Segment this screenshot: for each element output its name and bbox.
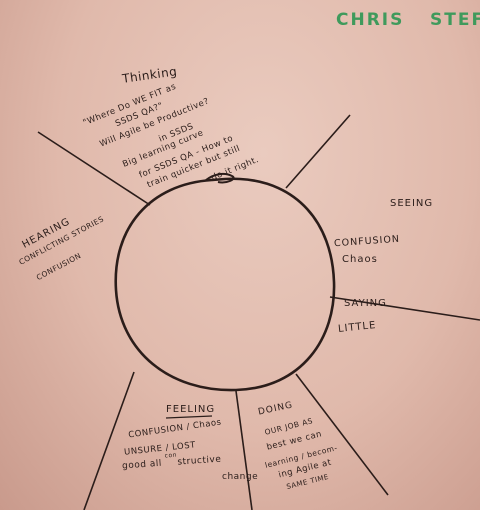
head-circle [114,177,336,392]
name-chris: CHRIS [336,10,405,30]
thinking-section: Thinking "Where Do WE FIT as SSDS QA?" W… [60,60,290,190]
divider-doing-feeling [235,390,253,510]
divider-feeling-hearing [83,371,135,510]
feeling-line-4: change [222,472,259,482]
feeling-label: FEELING [166,404,216,415]
hair-scribble [205,172,235,184]
seeing-line-2: Chaos [342,254,378,265]
divider-saying-doing [295,373,389,496]
saying-label-1: SAYING [344,298,387,309]
divider-thinking-hearing [37,131,151,206]
name-stef: STEF [430,10,480,30]
feeling-line-3b: con [164,451,178,460]
seeing-label: SEEING [390,198,434,209]
divider-thinking-seeing [285,114,351,189]
divider-seeing-saying [329,296,480,321]
